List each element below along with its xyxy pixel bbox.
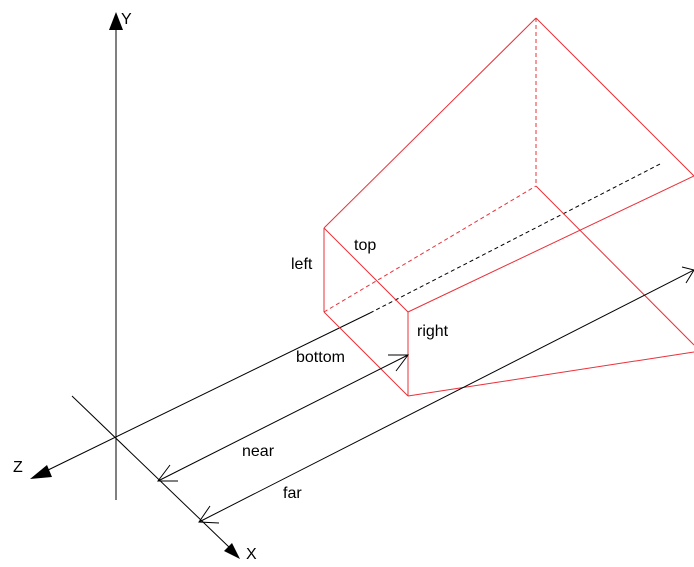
y-axis-label: Y <box>121 11 132 28</box>
left-label: left <box>291 256 313 273</box>
far-dimension-line <box>198 269 694 523</box>
near-arrowhead-end <box>388 354 409 372</box>
bottom-label: bottom <box>296 349 345 366</box>
far-arrowhead-start <box>198 505 220 524</box>
top-label: top <box>354 237 376 254</box>
view-direction-dashed-line <box>369 162 663 314</box>
near-dimension-line <box>157 354 409 482</box>
z-axis-line <box>43 312 371 473</box>
near-arrowhead-start <box>157 464 178 482</box>
x-axis-arrowhead <box>224 543 240 559</box>
frustum-far-top-edge <box>535 17 694 177</box>
z-axis-arrowhead <box>30 465 52 479</box>
near-label: near <box>242 443 275 460</box>
near-plane <box>323 227 409 397</box>
y-axis-arrowhead <box>109 12 123 30</box>
frustum-far-bottom-edge <box>535 185 694 346</box>
frustum-top-right-edge <box>407 175 694 313</box>
frustum-bottom-right-edge <box>407 351 694 397</box>
z-axis-label: Z <box>13 459 23 476</box>
near-plane-bottom-edge <box>323 311 409 397</box>
frustum-edges <box>323 17 694 397</box>
far-label: far <box>283 485 302 502</box>
frustum-top-left-edge <box>323 17 537 229</box>
far-arrowhead-end <box>681 266 694 284</box>
right-label: right <box>417 323 449 340</box>
x-axis-line <box>71 395 231 549</box>
frustum-hidden-bottom-left-edge <box>323 185 537 313</box>
x-axis-label: X <box>246 546 257 563</box>
near-plane-top-edge <box>323 227 409 313</box>
